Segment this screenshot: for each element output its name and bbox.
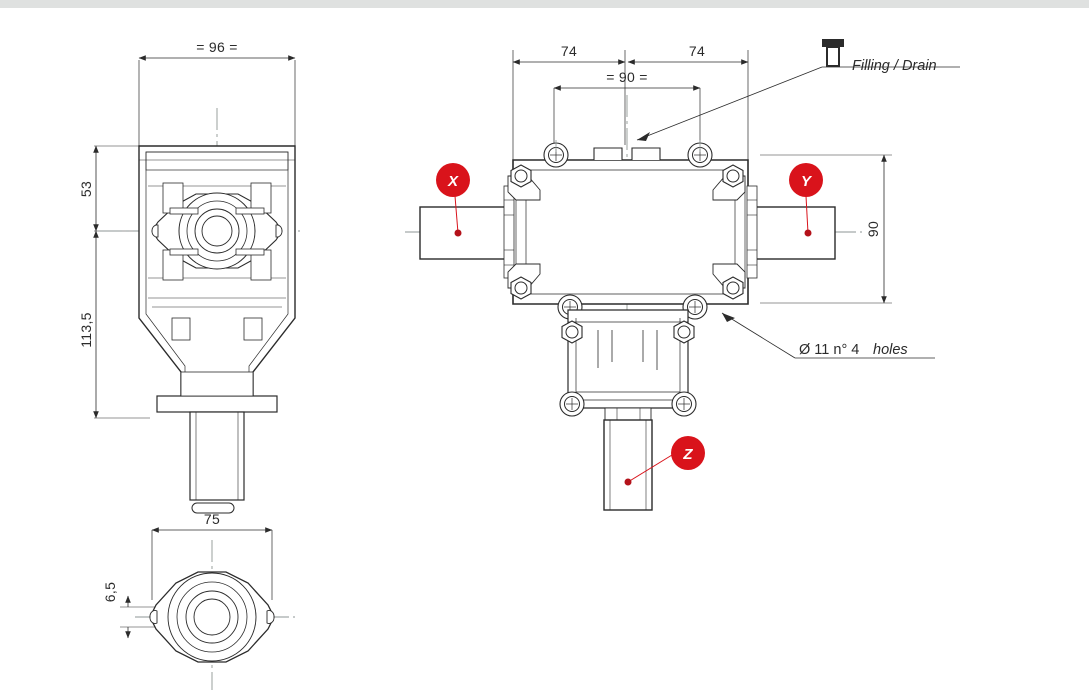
- bottom-shaft-end: [191, 502, 235, 514]
- filling-drain-label: Filling / Drain: [852, 58, 937, 74]
- dimension-height-113-5: 113,5: [78, 230, 150, 419]
- marker-x-label: X: [447, 173, 459, 190]
- front-lower-shaft: [156, 371, 278, 501]
- top-mounting-bosses: [543, 140, 713, 320]
- dim-label-96: = 96 =: [196, 39, 238, 55]
- dimension-74-right: 74: [627, 43, 749, 160]
- bottom-view: 75 6,5: [102, 502, 295, 690]
- dim-label-74-right: 74: [689, 43, 705, 59]
- dimension-width-96: = 96 =: [138, 39, 296, 150]
- marker-x[interactable]: X: [436, 163, 470, 237]
- marker-y-label: Y: [801, 173, 813, 190]
- marker-x-badge[interactable]: [436, 163, 470, 197]
- shaft-z-body: [603, 419, 653, 511]
- marker-z-point: [624, 478, 632, 486]
- dim-label-74-left: 74: [561, 43, 577, 59]
- front-housing: [138, 145, 296, 399]
- dim-label-90-center: = 90 =: [606, 69, 648, 85]
- dim-label-90-height: 90: [865, 221, 881, 237]
- dimension-height-53: 53: [78, 145, 139, 232]
- top-view: 74 74 = 90 = 90: [405, 43, 892, 511]
- filling-drain-annotation: Filling / Drain: [636, 39, 960, 141]
- bottom-flange-outline: [149, 571, 275, 663]
- shaft-x-body: [419, 206, 519, 260]
- marker-x-point: [454, 229, 462, 237]
- front-view: = 96 = 53 113,5: [78, 39, 300, 505]
- top-lower-housing: [559, 309, 697, 421]
- marker-y[interactable]: Y: [789, 163, 823, 237]
- top-gray-band: [0, 0, 1089, 8]
- dim-label-75: 75: [204, 511, 220, 527]
- dimension-90-center: = 90 =: [553, 69, 701, 150]
- marker-z-badge[interactable]: [671, 436, 705, 470]
- dimension-width-75: 75: [151, 511, 273, 600]
- holes-annotation: Ø 11 n° 4 holes: [721, 312, 935, 359]
- dim-label-53: 53: [78, 181, 94, 197]
- top-housing-body: [503, 147, 758, 305]
- marker-y-point: [804, 229, 812, 237]
- plug-screw-icon: [822, 39, 844, 67]
- front-bolt-pads: [162, 182, 272, 341]
- dimension-74-left: 74: [512, 43, 626, 160]
- marker-z[interactable]: Z: [624, 436, 706, 486]
- holes-label-italic: holes: [873, 342, 908, 358]
- top-corner-pads: [507, 164, 746, 300]
- dim-label-6-5: 6,5: [102, 582, 118, 602]
- dimension-height-6-5: 6,5: [102, 582, 155, 639]
- marker-z-label: Z: [682, 446, 693, 463]
- dim-label-113-5: 113,5: [78, 312, 94, 348]
- dimension-90-height: 90: [760, 154, 892, 304]
- holes-label-main: Ø 11 n° 4: [799, 342, 859, 358]
- marker-y-badge[interactable]: [789, 163, 823, 197]
